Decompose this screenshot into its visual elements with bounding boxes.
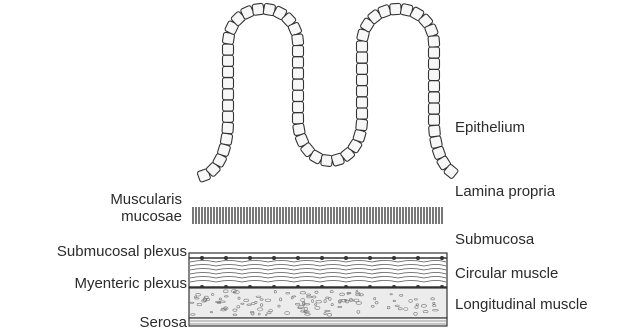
epithelial-cell <box>357 41 368 52</box>
epithelial-cell <box>223 44 234 55</box>
muscularis-mucosae-label-line2: mucosae <box>70 208 182 225</box>
epithelial-cell <box>390 3 402 15</box>
epithelial-cell <box>357 86 368 97</box>
circular-muscle-label: Circular muscle <box>455 265 558 282</box>
epithelial-cell <box>223 66 234 77</box>
epithelial-cell <box>293 68 304 79</box>
epithelial-cell <box>220 133 233 146</box>
epithelial-cell <box>429 103 440 114</box>
epithelial-cell <box>222 122 234 134</box>
plexus-node <box>392 256 396 260</box>
epithelial-cell <box>429 70 440 81</box>
plexus-node <box>344 256 348 260</box>
epithelial-cell <box>357 97 368 108</box>
muscularis-mucosae-label: Muscularis mucosae <box>70 191 182 225</box>
epithelial-cell <box>223 78 234 89</box>
plexus-node <box>416 256 420 260</box>
plexus-node <box>224 256 228 260</box>
plexus-node <box>368 256 372 260</box>
epithelial-cell <box>293 57 304 68</box>
epithelium-villi <box>197 3 460 182</box>
epithelial-cell <box>223 89 234 100</box>
epithelial-cell <box>293 46 304 57</box>
plexus-node <box>248 256 252 260</box>
plexus-node <box>440 256 444 260</box>
muscularis-mucosae-band <box>191 206 445 225</box>
muscularis-mucosae-label-line1: Muscularis <box>70 191 182 208</box>
epithelial-cell <box>293 79 304 90</box>
gut-wall-layers <box>189 253 447 326</box>
epithelium-label: Epithelium <box>455 119 525 136</box>
epithelial-cell <box>429 125 441 137</box>
epithelial-cell <box>223 100 234 111</box>
longitudinal-muscle-label: Longitudinal muscle <box>455 296 588 313</box>
plexus-node <box>272 256 276 260</box>
epithelial-cell <box>357 52 368 63</box>
epithelial-cell <box>293 102 304 113</box>
myenteric-plexus-label: Myenteric plexus <box>0 275 187 292</box>
plexus-node <box>296 256 300 260</box>
serosa-label: Serosa <box>60 314 187 331</box>
epithelial-cell <box>428 36 440 48</box>
plexus-node <box>200 256 204 260</box>
serosa-layer <box>189 318 447 326</box>
epithelial-cell <box>293 90 304 101</box>
epithelial-cell <box>292 113 303 124</box>
epithelial-cell <box>429 81 440 92</box>
epithelial-cell <box>223 55 234 66</box>
epithelial-cell <box>357 63 368 74</box>
lamina-propria-label: Lamina propria <box>455 183 555 200</box>
epithelial-cell <box>357 75 368 86</box>
submucosa-label: Submucosa <box>455 231 534 248</box>
epithelial-cell <box>428 114 439 125</box>
epithelial-cell <box>252 3 264 15</box>
epithelial-cell <box>321 154 333 166</box>
plexus-node <box>320 256 324 260</box>
submucosal-plexus-label: Submucosal plexus <box>0 243 187 260</box>
epithelial-cell <box>356 119 368 131</box>
epithelial-cell <box>429 47 440 58</box>
epithelial-cell <box>223 111 234 122</box>
epithelial-cell <box>429 58 440 69</box>
epithelial-cell <box>292 34 304 46</box>
epithelial-cell <box>357 108 368 119</box>
epithelial-cell <box>429 92 440 103</box>
